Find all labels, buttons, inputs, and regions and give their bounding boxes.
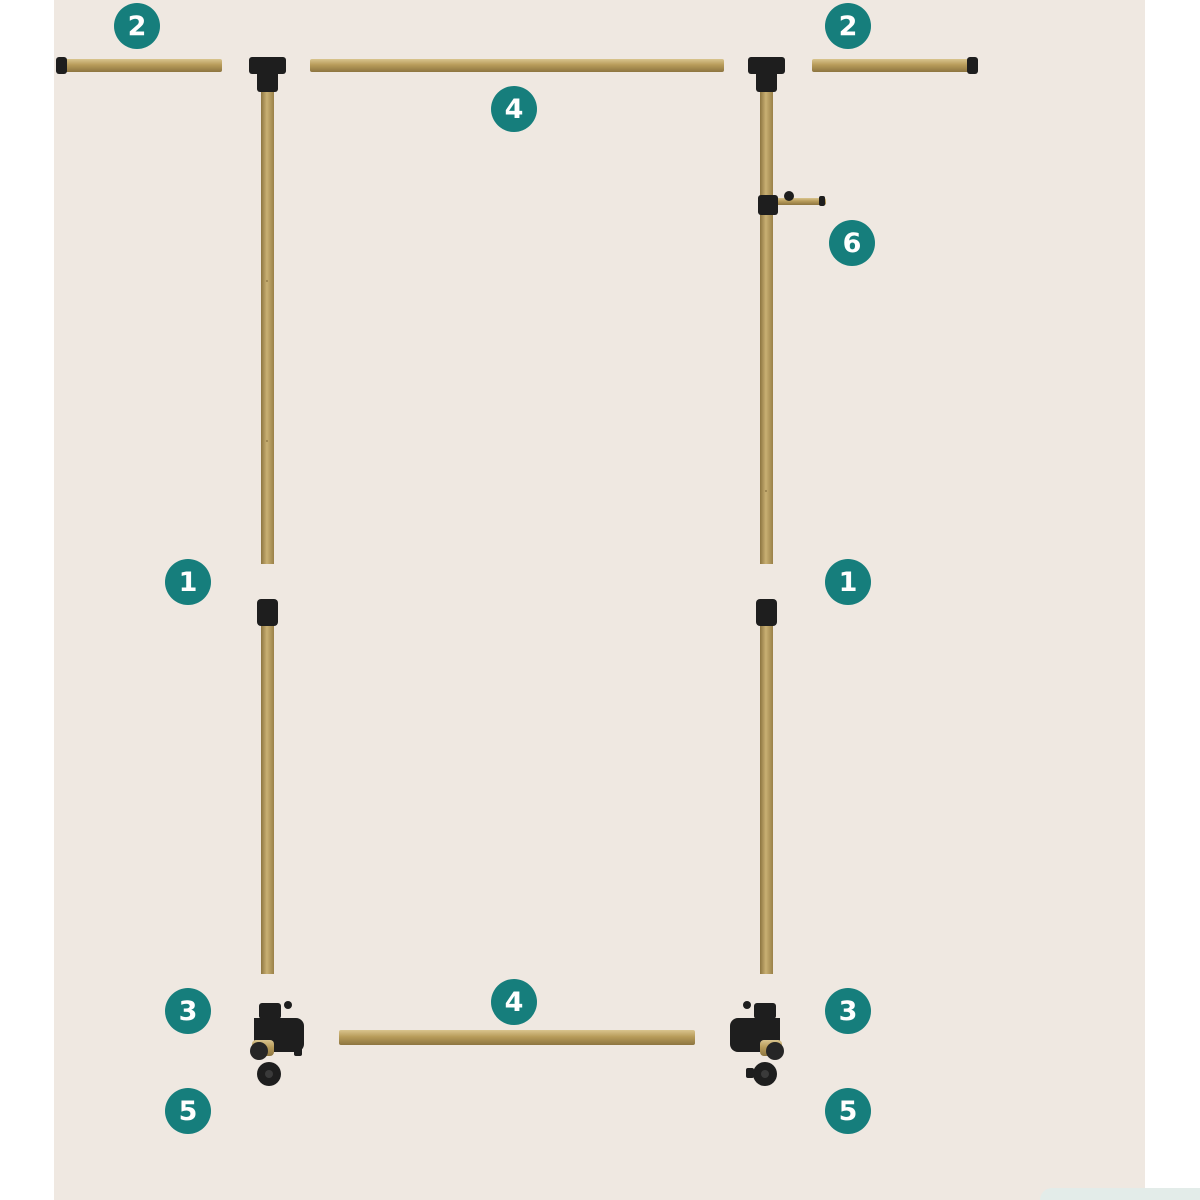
upper-right-pole (748, 57, 785, 564)
part-badge-upper-left-side-bar: 2 (114, 3, 160, 49)
top-crossbar (310, 59, 724, 72)
diagram-background (54, 0, 1145, 1200)
part-badge-left-pole-joint: 1 (165, 559, 211, 605)
lower-right-pole (756, 599, 777, 974)
part-badge-upper-right-side-bar: 2 (825, 3, 871, 49)
part-badge-top-crossbar: 4 (491, 86, 537, 132)
lower-left-pole (257, 599, 278, 974)
part-badge-right-wheel: 5 (825, 1088, 871, 1134)
right-base-and-wheel (730, 1001, 784, 1086)
part-badge-hook: 6 (829, 220, 875, 266)
upper-left-side-bar (56, 57, 222, 74)
left-base-and-wheel (250, 1001, 304, 1086)
upper-left-pole (249, 57, 286, 564)
part-badge-left-wheel: 5 (165, 1088, 211, 1134)
corner-accent (1040, 1188, 1200, 1200)
upper-right-side-bar (812, 57, 978, 74)
part-badge-right-base: 3 (825, 988, 871, 1034)
part-badge-right-pole-joint: 1 (825, 559, 871, 605)
page-margin (1145, 0, 1200, 1200)
hook-part (758, 191, 826, 215)
part-badge-left-base: 3 (165, 988, 211, 1034)
bottom-crossbar (339, 1030, 695, 1045)
part-badge-bottom-crossbar: 4 (491, 979, 537, 1025)
